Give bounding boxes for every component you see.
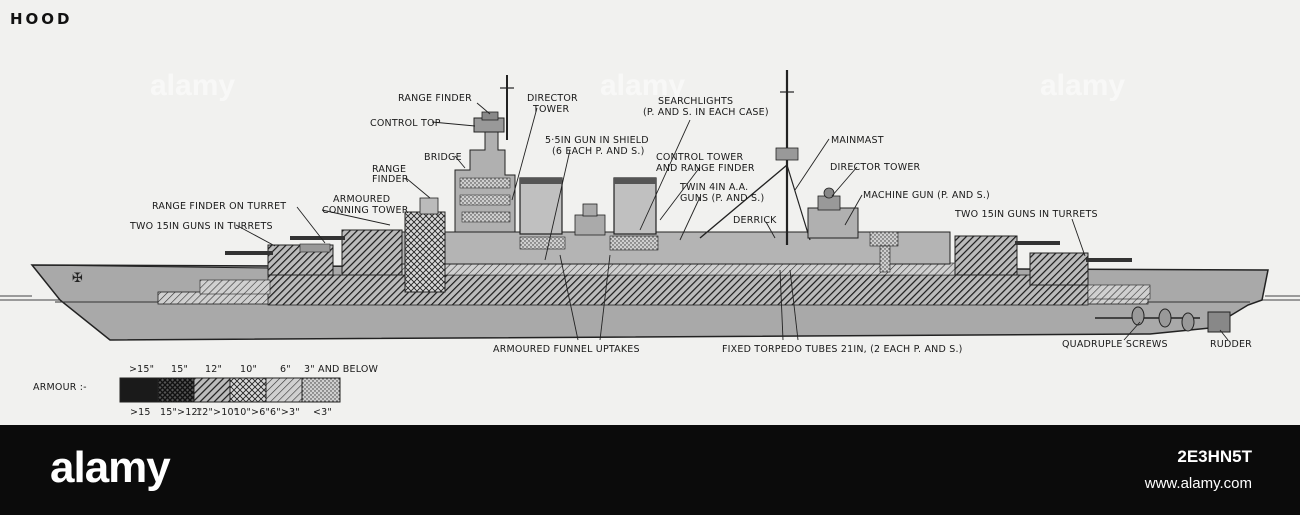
legend-swatch-light — [265, 377, 303, 403]
label-funnel-uptakes: ARMOURED FUNNEL UPTAKES — [493, 344, 640, 355]
watermark: alamy — [600, 69, 685, 102]
label-director-tower-1: DIRECTOR — [527, 93, 578, 104]
label-gun-shield-1: 5·5IN GUN IN SHIELD — [545, 135, 649, 146]
fore-funnel — [519, 177, 563, 235]
label-control-tower-2: AND RANGE FINDER — [656, 163, 755, 174]
label-range-finder-2a: RANGE — [372, 164, 406, 175]
legend-label: ARMOUR :- — [33, 382, 87, 393]
superstructure — [399, 231, 951, 265]
legend-bottom-3: 10">6" — [234, 407, 270, 418]
conning-tower — [404, 211, 446, 293]
stock-footer: alamy 2E3HN5T www.alamy.com — [0, 425, 1300, 515]
armour-belt-main — [267, 274, 1089, 306]
watermark: alamy — [1040, 69, 1125, 102]
label-machine-gun: MACHINE GUN (P. AND S.) — [863, 190, 990, 201]
image-id: 2E3HN5T — [1177, 447, 1252, 466]
label-gun-shield-2: (6 EACH P. AND S.) — [552, 146, 645, 157]
aft-funnel — [613, 177, 657, 235]
legend-swatch-stipple — [301, 377, 341, 403]
label-range-finder-2b: FINDER — [372, 174, 409, 185]
armour-legend: ARMOUR :- >15" 15" 12" 10" 6" 3" AND BEL… — [33, 364, 379, 418]
turret-a-gun — [225, 251, 273, 255]
label-torpedo-tubes: FIXED TORPEDO TUBES 21IN, (2 EACH P. AND… — [722, 344, 963, 355]
legend-swatch-dense — [157, 377, 195, 403]
label-searchlights-1: SEARCHLIGHTS — [658, 96, 733, 107]
watermark: alamy — [150, 69, 235, 102]
legend-top-2: 12" — [205, 364, 222, 375]
label-twin-aa-2: GUNS (P. AND S.) — [680, 193, 764, 204]
brand-logo[interactable]: alamy — [50, 443, 171, 492]
legend-bottom-5: <3" — [313, 407, 332, 418]
label-two-guns-fwd: TWO 15IN GUNS IN TURRETS — [129, 221, 273, 232]
rudder — [1207, 311, 1231, 333]
legend-top-1: 15" — [171, 364, 188, 375]
turret-x — [954, 235, 1018, 276]
label-armoured-conning-2: CONNING TOWER — [322, 205, 409, 216]
label-screws: QUADRUPLE SCREWS — [1062, 339, 1168, 350]
label-derrick: DERRICK — [733, 215, 777, 226]
label-mainmast: MAINMAST — [831, 135, 884, 146]
aft-control-tower — [807, 207, 859, 239]
diagram-title: HOOD — [10, 10, 73, 28]
turret-x-gun — [1015, 241, 1060, 245]
legend-swatch-solid — [119, 377, 159, 403]
label-bridge: BRIDGE — [424, 152, 462, 163]
label-searchlights-2: (P. AND S. IN EACH CASE) — [643, 107, 769, 118]
turret-b — [341, 229, 403, 276]
label-control-tower-1: CONTROL TOWER — [656, 152, 743, 163]
legend-bottom-0: >15 — [130, 407, 151, 418]
turret-y-gun — [1086, 258, 1132, 262]
ship-diagram: HOOD alamy alamy alamy ✠ — [0, 10, 1300, 418]
label-armoured-conning-1: ARMOURED — [333, 194, 390, 205]
leader-lines — [235, 102, 1229, 341]
label-director-tower-aft: DIRECTOR TOWER — [830, 162, 921, 173]
legend-bottom-2: 12">10" — [196, 407, 238, 418]
label-range-finder-turret: RANGE FINDER ON TURRET — [152, 201, 286, 212]
turret-y — [1029, 252, 1089, 286]
legend-top-4: 6" — [280, 364, 291, 375]
screws — [1095, 306, 1200, 332]
legend-top-0: >15" — [129, 364, 154, 375]
label-twin-aa-1: TWIN 4IN A.A. — [679, 182, 748, 193]
label-range-finder-top: RANGE FINDER — [398, 93, 472, 104]
label-two-guns-aft: TWO 15IN GUNS IN TURRETS — [954, 209, 1098, 220]
label-control-top: CONTROL TOP — [370, 118, 441, 129]
label-director-tower-2: TOWER — [532, 104, 569, 115]
legend-top-5: 3" AND BELOW — [304, 364, 379, 375]
site-link[interactable]: www.alamy.com — [1144, 475, 1252, 492]
legend-swatch-heavy — [193, 377, 231, 403]
label-rudder: RUDDER — [1210, 339, 1252, 350]
legend-bottom-1: 15">12" — [160, 407, 202, 418]
legend-top-3: 10" — [240, 364, 257, 375]
diagram-area: HOOD alamy alamy alamy ✠ — [0, 0, 1300, 425]
legend-bottom-4: 6">3" — [270, 407, 300, 418]
turret-b-gun — [290, 236, 345, 240]
anchor-icon: ✠ — [72, 271, 83, 286]
legend-swatch-cross — [229, 377, 267, 403]
